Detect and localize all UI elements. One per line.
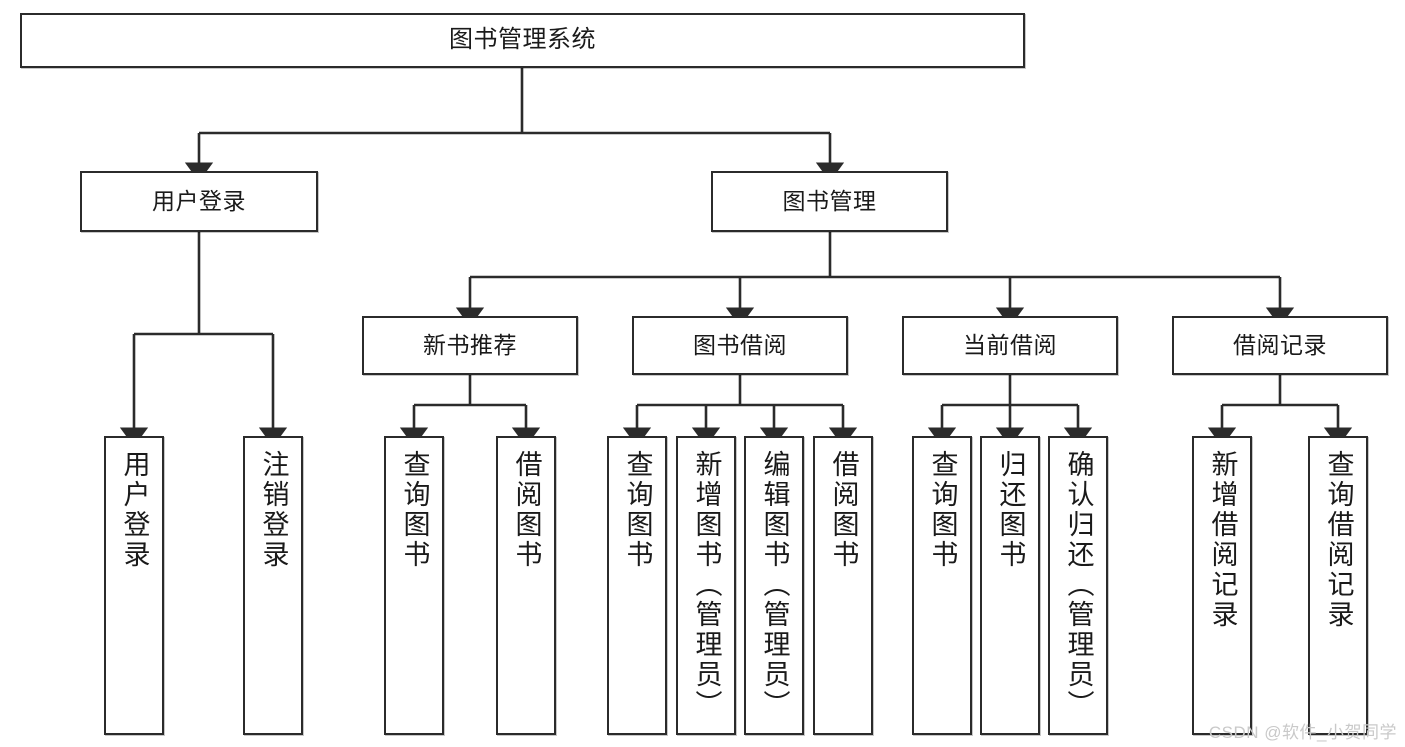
leaf-user-login[interactable]: 用户登录 xyxy=(104,436,164,735)
leaf-confirm-return-admin[interactable]: 确认归还（管理员） xyxy=(1048,436,1108,735)
node-label: 查询图书 xyxy=(622,450,653,570)
node-label: 新增借阅记录 xyxy=(1207,450,1238,630)
node-label: 新书推荐 xyxy=(423,331,517,358)
leaf-edit-book-admin[interactable]: 编辑图书（管理员） xyxy=(744,436,804,735)
leaf-borrow-book-borrow[interactable]: 借阅图书 xyxy=(813,436,873,735)
leaf-return-book[interactable]: 归还图书 xyxy=(980,436,1040,735)
leaf-add-book-admin[interactable]: 新增图书（管理员） xyxy=(676,436,736,735)
node-root-book-management-system[interactable]: 图书管理系统 xyxy=(20,13,1025,68)
leaf-query-borrow-record[interactable]: 查询借阅记录 xyxy=(1308,436,1368,735)
leaf-borrow-book-recommend[interactable]: 借阅图书 xyxy=(496,436,556,735)
node-label: 图书管理系统 xyxy=(449,26,596,54)
node-label: 编辑图书（管理员） xyxy=(759,450,790,720)
leaf-add-borrow-record[interactable]: 新增借阅记录 xyxy=(1192,436,1252,735)
node-label: 归还图书 xyxy=(995,450,1026,570)
node-label: 图书借阅 xyxy=(693,331,787,358)
node-book-manage[interactable]: 图书管理 xyxy=(711,171,948,232)
node-label: 查询图书 xyxy=(399,450,430,570)
node-label: 图书管理 xyxy=(782,187,877,214)
node-current-borrow[interactable]: 当前借阅 xyxy=(902,316,1118,375)
node-label: 借阅记录 xyxy=(1233,331,1327,358)
node-label: 注销登录 xyxy=(258,450,289,570)
node-label: 新增图书（管理员） xyxy=(691,450,722,720)
node-label: 用户登录 xyxy=(119,450,150,570)
node-borrow-record[interactable]: 借阅记录 xyxy=(1172,316,1388,375)
node-label: 当前借阅 xyxy=(963,331,1057,358)
node-label: 确认归还（管理员） xyxy=(1063,450,1094,720)
leaf-query-book-current[interactable]: 查询图书 xyxy=(912,436,972,735)
node-user-login[interactable]: 用户登录 xyxy=(80,171,318,232)
node-label: 用户登录 xyxy=(152,187,246,214)
node-label: 查询借阅记录 xyxy=(1323,450,1354,630)
leaf-user-logout[interactable]: 注销登录 xyxy=(243,436,303,735)
node-book-borrow[interactable]: 图书借阅 xyxy=(632,316,848,375)
leaf-query-book-borrow[interactable]: 查询图书 xyxy=(607,436,667,735)
leaf-query-book-recommend[interactable]: 查询图书 xyxy=(384,436,444,735)
node-label: 借阅图书 xyxy=(511,450,542,570)
node-label: 查询图书 xyxy=(927,450,958,570)
node-new-book-recommend[interactable]: 新书推荐 xyxy=(362,316,578,375)
node-label: 借阅图书 xyxy=(828,450,859,570)
